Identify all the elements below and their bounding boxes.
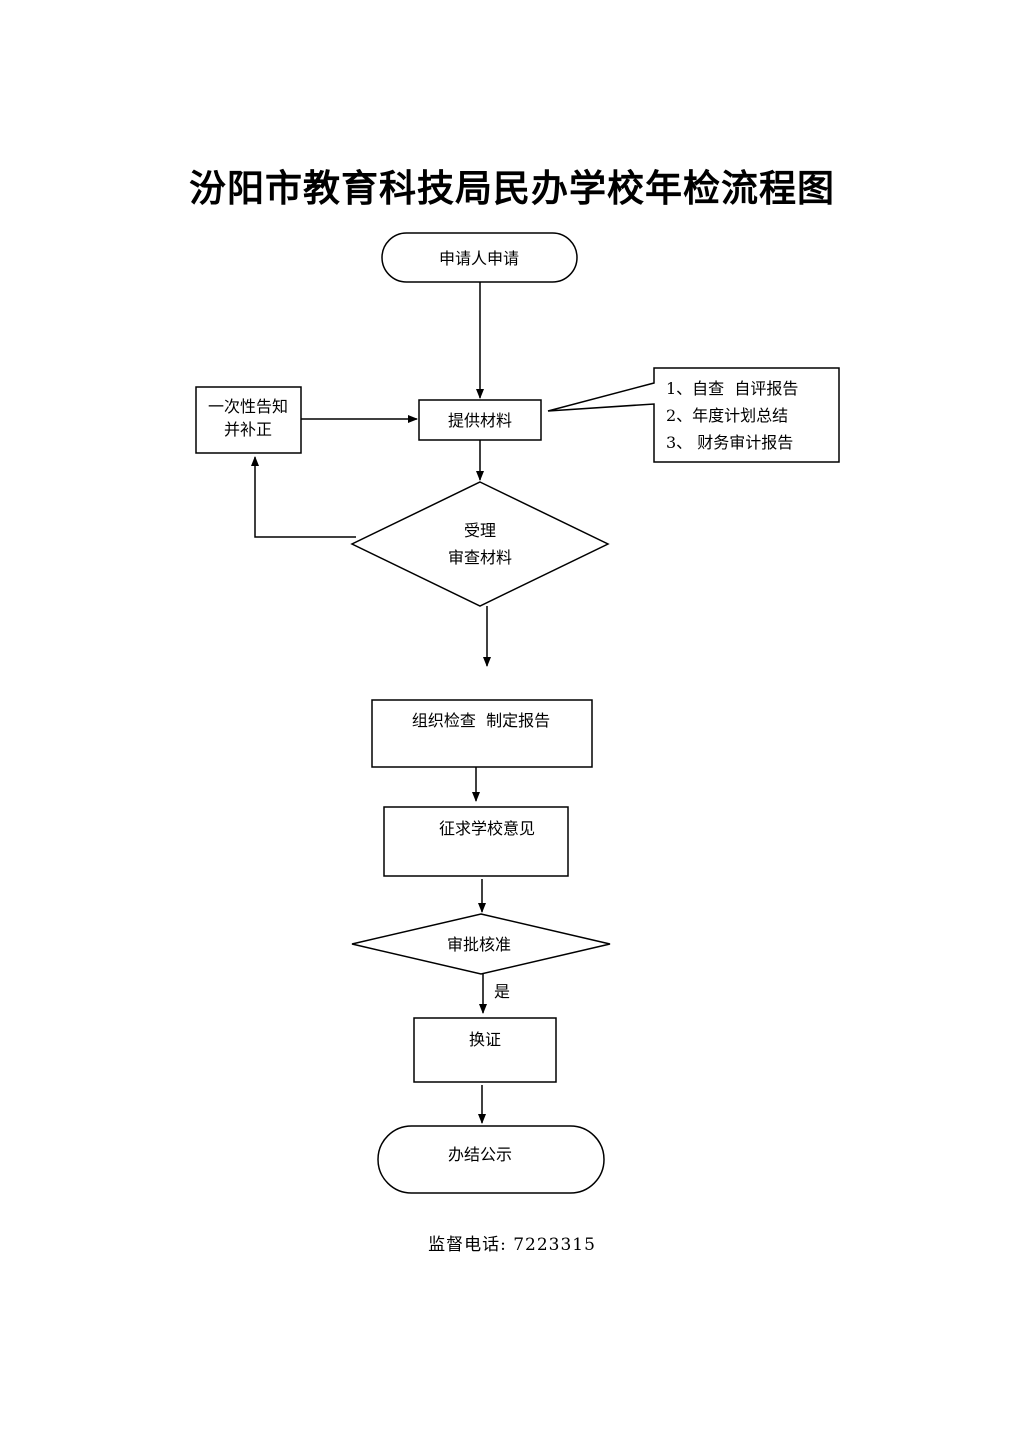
node-solicit: 征求学校意见: [383, 806, 569, 877]
edge-review-notify: [251, 456, 356, 538]
node-apply-label: 申请人申请: [439, 249, 519, 268]
node-inspect: 组织检查 制定报告: [371, 699, 593, 768]
node-publish-label: 办结公示: [448, 1145, 512, 1164]
page-title: 汾阳市教育科技局民办学校年检流程图: [189, 166, 835, 210]
node-notify: 一次性告知 并补正: [195, 386, 302, 454]
node-certify: 换证: [413, 1017, 557, 1083]
node-notify-line1: 一次性告知: [208, 397, 288, 416]
node-provide-label: 提供材料: [448, 411, 512, 430]
node-publish: 办结公示: [377, 1125, 605, 1194]
edge-yes-label: 是: [494, 982, 510, 1001]
callout-line2: 2、年度计划总结: [666, 406, 788, 425]
node-review: 受理 审查材料: [350, 481, 610, 607]
node-approve: 审批核准: [351, 913, 611, 975]
node-inspect-label: 组织检查 制定报告: [412, 711, 550, 730]
node-approve-label: 审批核准: [447, 935, 511, 954]
supervision-phone: 监督电话: 7223315: [428, 1235, 596, 1255]
node-apply: 申请人申请: [381, 232, 578, 283]
callout-line1: 1、自查 自评报告: [666, 379, 798, 398]
node-notify-line2: 并补正: [224, 420, 272, 439]
node-review-line1: 受理: [464, 521, 496, 540]
node-provide: 提供材料: [418, 399, 542, 441]
node-solicit-label: 征求学校意见: [439, 819, 535, 838]
node-review-line2: 审查材料: [448, 548, 512, 567]
callout-materials: 1、自查 自评报告 2、年度计划总结 3、 财务审计报告: [547, 367, 840, 463]
node-certify-label: 换证: [469, 1030, 501, 1049]
callout-line3: 3、 财务审计报告: [666, 433, 793, 452]
